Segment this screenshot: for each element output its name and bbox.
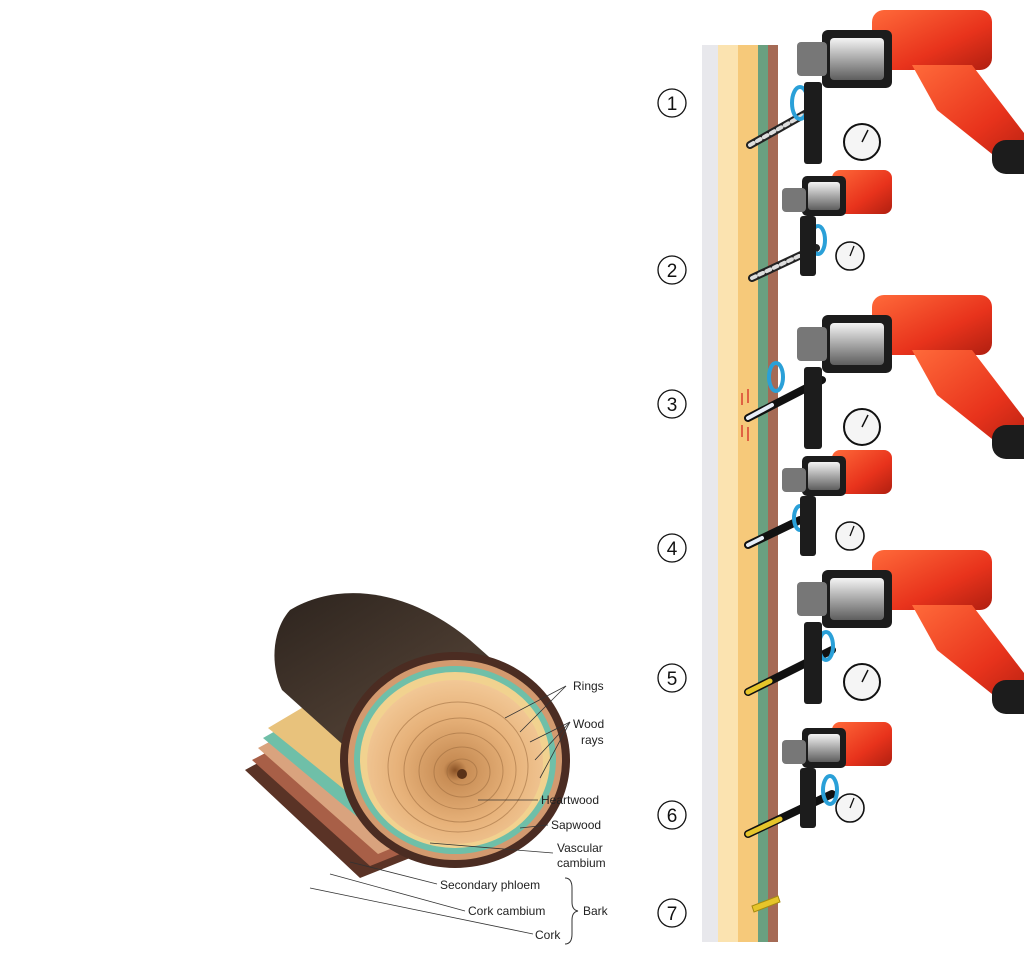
- step-4-marker: 4: [657, 533, 687, 563]
- label-sapwood: Sapwood: [551, 818, 601, 832]
- step-6-drill: [744, 721, 893, 838]
- dye-fill: [745, 816, 783, 837]
- step-1-drill: [746, 9, 1024, 175]
- label-vascular-cambium-line1: Vascular: [557, 841, 603, 855]
- drill-icon: [796, 294, 1024, 460]
- dye-plug: [751, 895, 781, 913]
- step-5-number: 5: [667, 669, 678, 690]
- pith-zone: [702, 45, 718, 942]
- label-cork: Cork: [535, 928, 561, 942]
- step-2-marker: 2: [657, 255, 687, 285]
- cambium-zone: [758, 45, 768, 942]
- label-secondary-phloem: Secondary phloem: [440, 878, 540, 892]
- bark-brace: [564, 877, 579, 945]
- step-3-number: 3: [667, 395, 678, 416]
- rotation-arrow-icon: [767, 361, 785, 393]
- drill-icon: [781, 449, 893, 557]
- pith: [457, 769, 467, 779]
- label-rings: Rings: [573, 679, 604, 693]
- step-5-drill: [744, 549, 1024, 715]
- step-4-drill: [744, 449, 893, 557]
- pressure-arrows-icon: [741, 389, 749, 441]
- label-vascular-cambium-line2: cambium: [557, 856, 606, 870]
- bark-zone: [768, 45, 778, 942]
- heartwood-zone: [738, 45, 758, 942]
- step-3-marker: 3: [657, 389, 687, 419]
- tree-wall-section: [702, 45, 778, 942]
- step-5-marker: 5: [657, 663, 687, 693]
- growth-rings: [387, 701, 529, 833]
- drill-icon: [796, 9, 1024, 175]
- step-1-number: 1: [667, 94, 678, 115]
- label-leader-lines: [309, 685, 571, 935]
- step-7-implant: [751, 895, 781, 913]
- sapwood-zone: [718, 45, 738, 942]
- step-3-drill: [741, 294, 1024, 460]
- rotation-arrow-icon: [821, 774, 839, 806]
- step-7-marker: 7: [657, 898, 687, 928]
- tree-trunk-illustration: Rings Wood rays Heartwood Sapwood Vascul…: [245, 593, 609, 945]
- step-2-number: 2: [667, 261, 678, 282]
- label-cork-cambium: Cork cambium: [468, 904, 545, 918]
- label-wood-rays-line1: Wood: [573, 717, 604, 731]
- step-number-list: 1 2 3 4 5 6 7: [657, 88, 687, 928]
- label-bark: Bark: [583, 904, 609, 918]
- step-1-marker: 1: [657, 88, 687, 118]
- step-6-number: 6: [667, 806, 678, 827]
- step-7-number: 7: [667, 904, 678, 925]
- label-wood-rays-line2: rays: [581, 733, 604, 747]
- drill-icon: [796, 549, 1024, 715]
- step-4-number: 4: [667, 539, 678, 560]
- heartwood-face: [367, 680, 543, 844]
- dye-fill: [745, 678, 773, 695]
- step-2-drill: [748, 169, 893, 282]
- label-heartwood: Heartwood: [541, 793, 599, 807]
- step-6-marker: 6: [657, 800, 687, 830]
